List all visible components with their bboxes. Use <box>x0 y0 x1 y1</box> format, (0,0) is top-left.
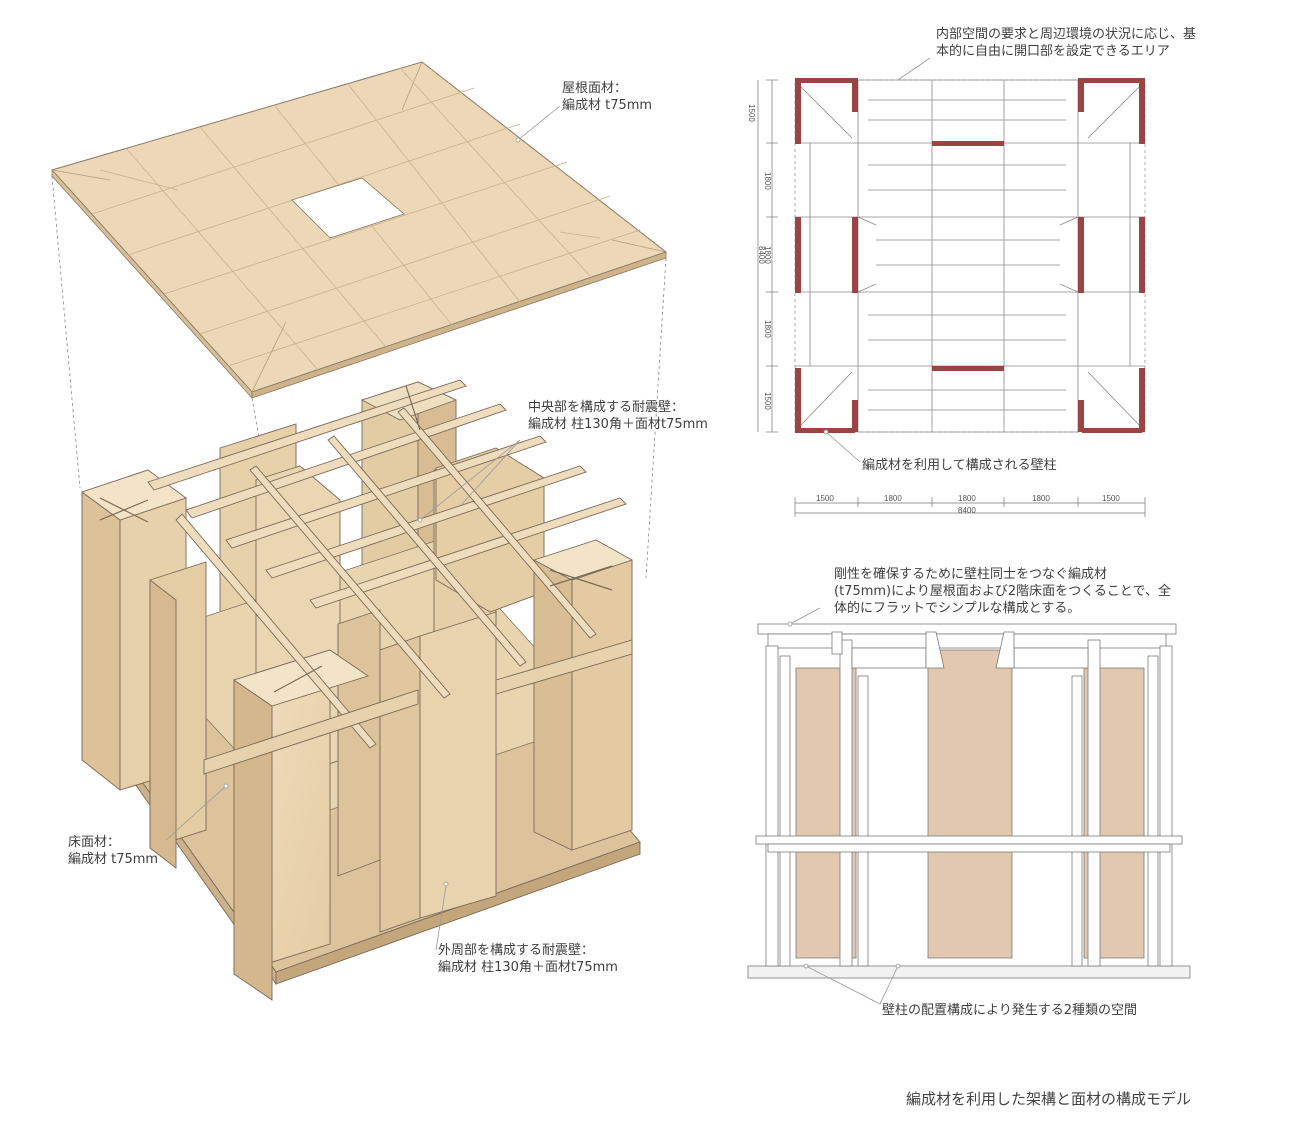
dim-h-3: 1800 <box>958 494 976 503</box>
dim-v-5: 1500 <box>763 392 772 410</box>
floor-label-line1: 床面材： <box>68 835 121 850</box>
pillar-note: 編成材を利用して構成される壁柱 <box>862 458 1057 473</box>
leader-lines-left <box>165 105 561 951</box>
dim-h-4: 1800 <box>1032 494 1050 503</box>
plan-note: 内部空間の要求と周辺環境の状況に応じ、基 本的に自由に開口部を設定できるエリア <box>936 26 1196 60</box>
floor-label: 床面材： 編成材 t75mm <box>68 834 158 868</box>
dim-h-2: 1800 <box>884 494 902 503</box>
dim-v-1: 1500 <box>747 104 756 122</box>
roof-slab <box>51 61 668 400</box>
floor-label-line2: 編成材 t75mm <box>68 852 159 867</box>
outer-wall-label: 外周部を構成する耐震壁： 編成材 柱130角＋面材t75mm <box>438 942 618 976</box>
outer-wall-label-line2: 編成材 柱130角＋面材t75mm <box>438 960 618 975</box>
dim-h-total: 8400 <box>958 506 976 515</box>
dim-v-2: 1800 <box>763 172 772 190</box>
dim-v-total: 8400 <box>757 246 766 264</box>
dim-v-4: 1800 <box>763 320 772 338</box>
roof-label-line2: 編成材 t75mm <box>562 98 653 113</box>
section-drawing <box>747 607 1191 1005</box>
center-wall-label-line2: 編成材 柱130角＋面材t75mm <box>528 417 708 432</box>
section-note-line3: 体的にフラットでシンプルな構成とする。 <box>834 601 1081 616</box>
center-wall-label: 中央部を構成する耐震壁： 編成材 柱130角＋面材t75mm <box>528 399 708 433</box>
roof-label: 屋根面材： 編成材 t75mm <box>562 80 652 114</box>
wall-pillars <box>795 78 1145 433</box>
section-note-line2: (t75mm)により屋根面および2階床面をつくることで、全 <box>834 584 1171 599</box>
roof-label-line1: 屋根面材： <box>562 81 628 96</box>
section-note-line1: 剛性を確保するために壁柱同士をつなぐ編成材 <box>834 567 1108 582</box>
plan-note-line2: 本的に自由に開口部を設定できるエリア <box>936 44 1170 59</box>
plan-note-line1: 内部空間の要求と周辺環境の状況に応じ、基 <box>936 27 1197 42</box>
dim-h-1: 1500 <box>816 494 834 503</box>
figure-caption: 編成材を利用した架構と面材の構成モデル <box>906 1090 1192 1108</box>
space-note: 壁柱の配置構成により発生する2種類の空間 <box>882 1003 1138 1018</box>
center-wall-label-line1: 中央部を構成する耐震壁： <box>528 400 685 415</box>
outer-wall-label-line1: 外周部を構成する耐震壁： <box>438 943 595 958</box>
section-note: 剛性を確保するために壁柱同士をつなぐ編成材 (t75mm)により屋根面および2階… <box>834 566 1171 617</box>
plan-drawing <box>757 57 1146 517</box>
structure-model <box>81 379 641 1001</box>
dim-h-5: 1500 <box>1102 494 1120 503</box>
